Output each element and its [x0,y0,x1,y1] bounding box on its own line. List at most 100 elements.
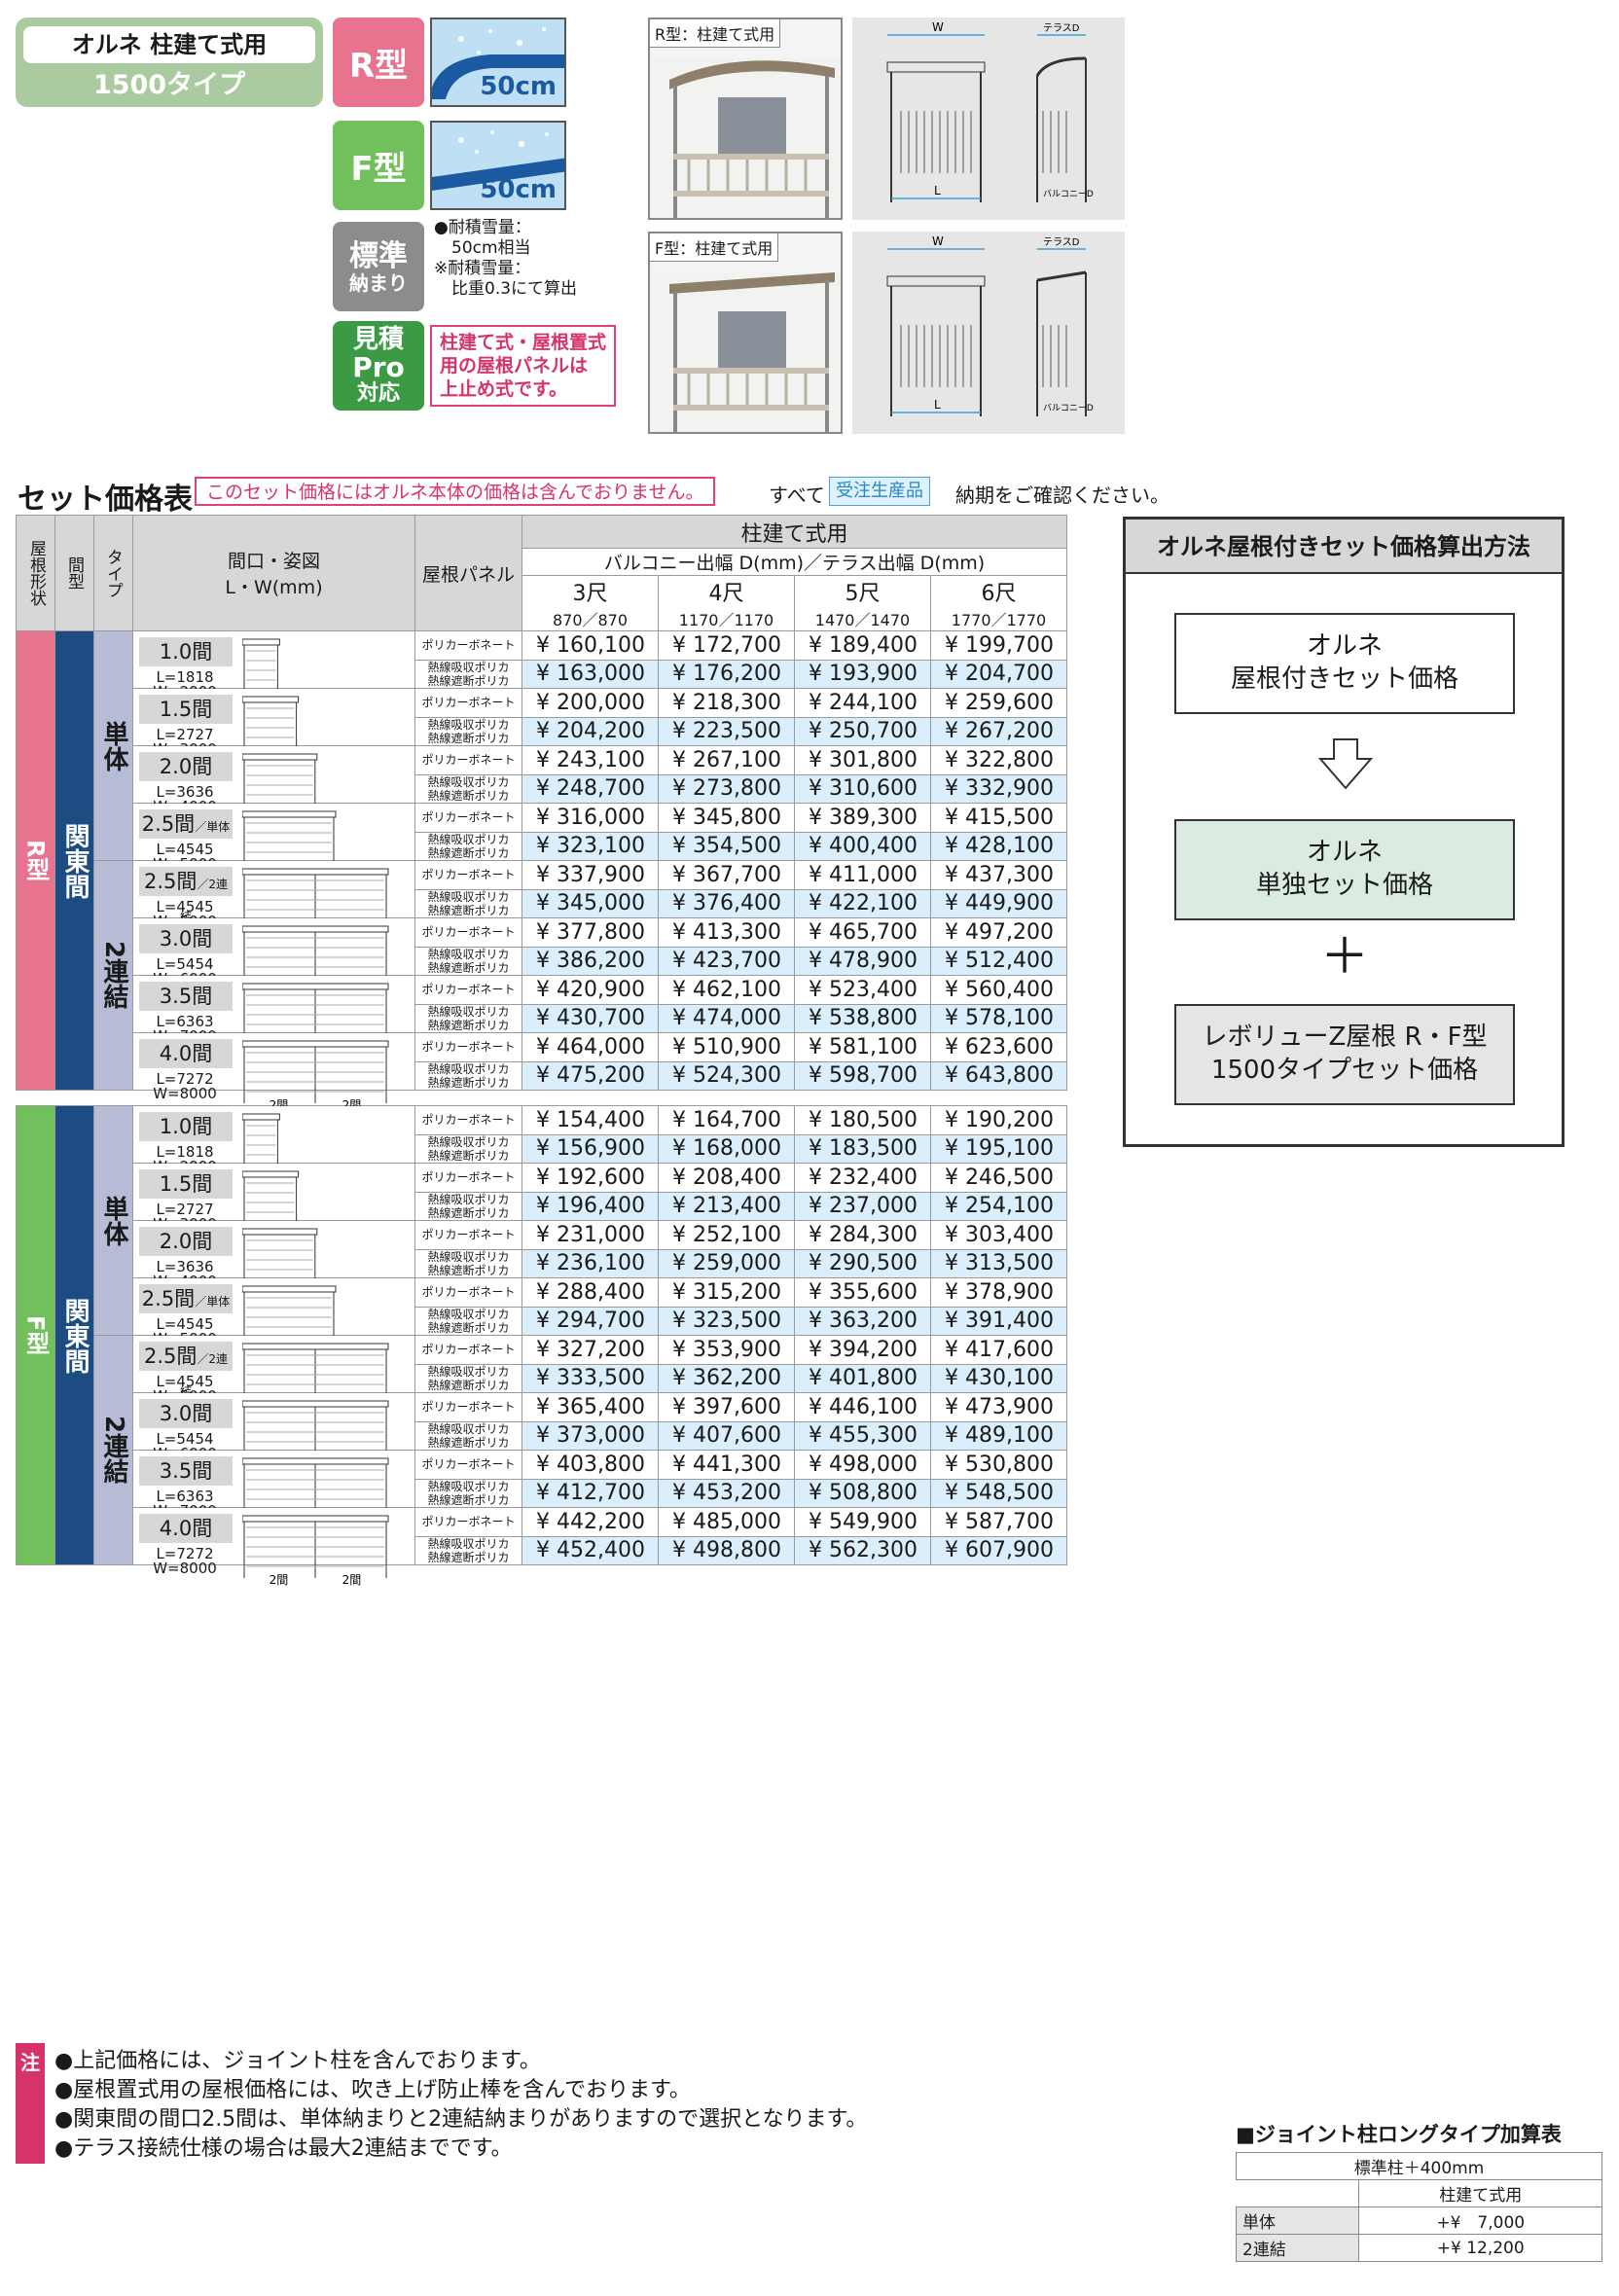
price-cell: ¥ 363,200 [794,1306,931,1336]
price-cell: ¥ 192,600 [522,1163,659,1193]
price-cell: ¥ 189,400 [794,630,931,661]
price-cell: ¥ 420,900 [522,975,659,1005]
price-cell: ¥ 465,700 [794,917,931,948]
size-l: L=5454 [156,955,214,973]
panel-heat-ray: 熱線吸収ポリカ熱線遮断ポリカ [414,773,522,804]
size-value: 4.0間 [159,1042,213,1065]
panel-heat-block: 熱線遮断ポリカ [427,903,510,917]
price-cell: ¥ 323,500 [658,1306,795,1336]
price-cell: ¥ 190,200 [929,1105,1068,1135]
size-l: L=4545 [156,1315,214,1333]
price-cell: ¥ 183,500 [794,1133,931,1164]
price-cell: ¥ 252,100 [658,1220,795,1250]
standard-badge-line2: 納まり [349,270,408,295]
size-label: 4.0間 [139,1514,233,1543]
price-cell: ¥ 163,000 [522,659,659,689]
price-cell: ¥ 403,800 [522,1450,659,1480]
panel-heat-ray: 熱線吸収ポリカ熱線遮断ポリカ [414,716,522,746]
size-subtype: ／単体 [195,820,231,834]
price-cell: ¥ 273,800 [658,773,795,804]
price-cell: ¥ 524,300 [658,1060,795,1091]
joint-std-header: 標準柱＋400mm [1236,2152,1602,2180]
price-cell: ¥ 218,300 [658,688,795,718]
type-label: 単体 [99,1195,128,1246]
col-shaku: 4尺 [708,582,744,606]
r-roof-curve-icon [432,27,564,99]
price-cell: ¥ 237,000 [794,1191,931,1221]
price-cell: ¥ 354,500 [658,831,795,861]
panel-note: 柱建て式・屋根置式 用の屋根パネルは 上止め式です。 [430,325,617,407]
notes-tag: 注 [16,2043,45,2164]
calc-box-roof-set: オルネ屋根付きセット価格 [1174,613,1515,714]
price-cell: ¥ 411,000 [794,860,931,890]
f-dim-balcony: バルコニーD [1043,403,1094,413]
price-cell: ¥ 176,200 [658,659,795,689]
price-cell: ¥ 284,300 [794,1220,931,1250]
col-header-type: タイプ [93,515,133,631]
price-cell: ¥ 259,000 [658,1248,795,1278]
panel-polycarbonate: ポリカーボネート [414,803,522,833]
size-value: 2.5間 [143,870,198,893]
joint-table: 標準柱＋400mm 柱建て式用 単体+¥ 7,000 2連結+¥ 12,200 [1235,2152,1602,2262]
snow-note-3: ※耐積雪量： [434,259,531,278]
price-cell: ¥ 248,700 [522,773,659,804]
price-cell: ¥ 430,100 [929,1363,1068,1393]
size-value: 2.0間 [159,755,213,778]
table-row: 熱線吸収ポリカ熱線遮断ポリカ¥ 163,000¥ 176,200¥ 193,90… [17,659,1068,689]
roof-shape-label: F型 [21,1315,50,1355]
size-l: L=2727 [156,1201,214,1218]
note-3: ●関東間の間口2.5間は、単体納まりと2連結納まりがありますので選択となります。 [54,2107,868,2132]
type-single-cell: 単体 [93,630,133,861]
panel-heat-block: 熱線遮断ポリカ [427,1378,510,1392]
product-title-badge: オルネ 柱建て式用 1500タイプ [16,18,323,107]
size-l: L=4545 [156,898,214,915]
price-cell: ¥ 598,700 [794,1060,931,1091]
product-title: オルネ 柱建て式用 [23,26,315,63]
panel-heat-ray: 熱線吸収ポリカ熱線遮断ポリカ [414,946,522,976]
size-cell: 1.0間L=1818W=20001間 [132,1105,415,1185]
price-cell: ¥ 376,400 [658,888,795,918]
size-value: 1.0間 [159,640,213,664]
snow-note-1: ●耐積雪量： [434,218,531,237]
size-l: L=7272 [156,1545,214,1562]
size-cell: 1.0間L=1818W=20001間 [132,630,415,710]
calc-method-panel: オルネ屋根付きセット価格算出方法 オルネ屋根付きセット価格 オルネ単独セット価格… [1123,517,1565,1147]
price-cell: ¥ 643,800 [929,1060,1068,1091]
panel-polycarbonate: ポリカーボネート [414,860,522,890]
price-cell: ¥ 453,200 [658,1478,795,1508]
size-label: 4.0間 [139,1039,233,1068]
table-row: 3.5間L=6363W=70001.5間2間ポリカーボネート¥ 420,900¥… [17,975,1068,1055]
price-cell: ¥ 204,700 [929,659,1068,689]
kanto-cell: 関東間 [54,1105,94,1565]
price-cell: ¥ 355,600 [794,1277,931,1308]
price-cell: ¥ 549,900 [794,1507,931,1537]
price-cell: ¥ 446,100 [794,1392,931,1422]
price-cell: ¥ 417,600 [929,1335,1068,1365]
size-label: 1.0間 [139,637,233,666]
table-row: 2.0間L=3636W=40002間ポリカーボネート¥ 243,100¥ 267… [17,745,1068,825]
panel-heat-ray: 熱線吸収ポリカ熱線遮断ポリカ [414,1003,522,1033]
panel-heat-absorb: 熱線吸収ポリカ [427,947,510,961]
product-subtitle: 1500タイプ [92,70,246,100]
price-cell: ¥ 394,200 [794,1335,931,1365]
panel-polycarbonate: ポリカーボネート [414,1507,522,1537]
bay-label: 2間 [342,1573,362,1587]
roof-shape-cell: R型 [16,630,55,1091]
kanto-label: 関東間 [60,1297,90,1374]
price-cell: ¥ 294,700 [522,1306,659,1336]
snow-note-2: 50cm相当 [451,238,531,258]
size-cell: 2.0間L=3636W=40002間 [132,745,415,825]
price-cell: ¥ 156,900 [522,1133,659,1164]
joint-row-label: 2連結 [1235,2234,1360,2262]
r-type-elevation-drawing: W L テラスD バルコニーD [852,18,1125,220]
section-price-note: このセット価格にはオルネ本体の価格は含んでおりません。 [195,477,716,506]
price-cell: ¥ 413,300 [658,917,795,948]
panel-heat-absorb: 熱線吸収ポリカ [427,889,510,904]
note-4: ●テラス接続仕様の場合は最大2連結までです。 [54,2136,513,2161]
panel-note-1: 柱建て式・屋根置式 [440,332,607,353]
table-row: 2.5間／単体L=4545W=50002.5間ポリカーボネート¥ 316,000… [17,803,1068,882]
size-value: 3.5間 [159,985,213,1008]
f-dim-w: W [932,234,944,248]
